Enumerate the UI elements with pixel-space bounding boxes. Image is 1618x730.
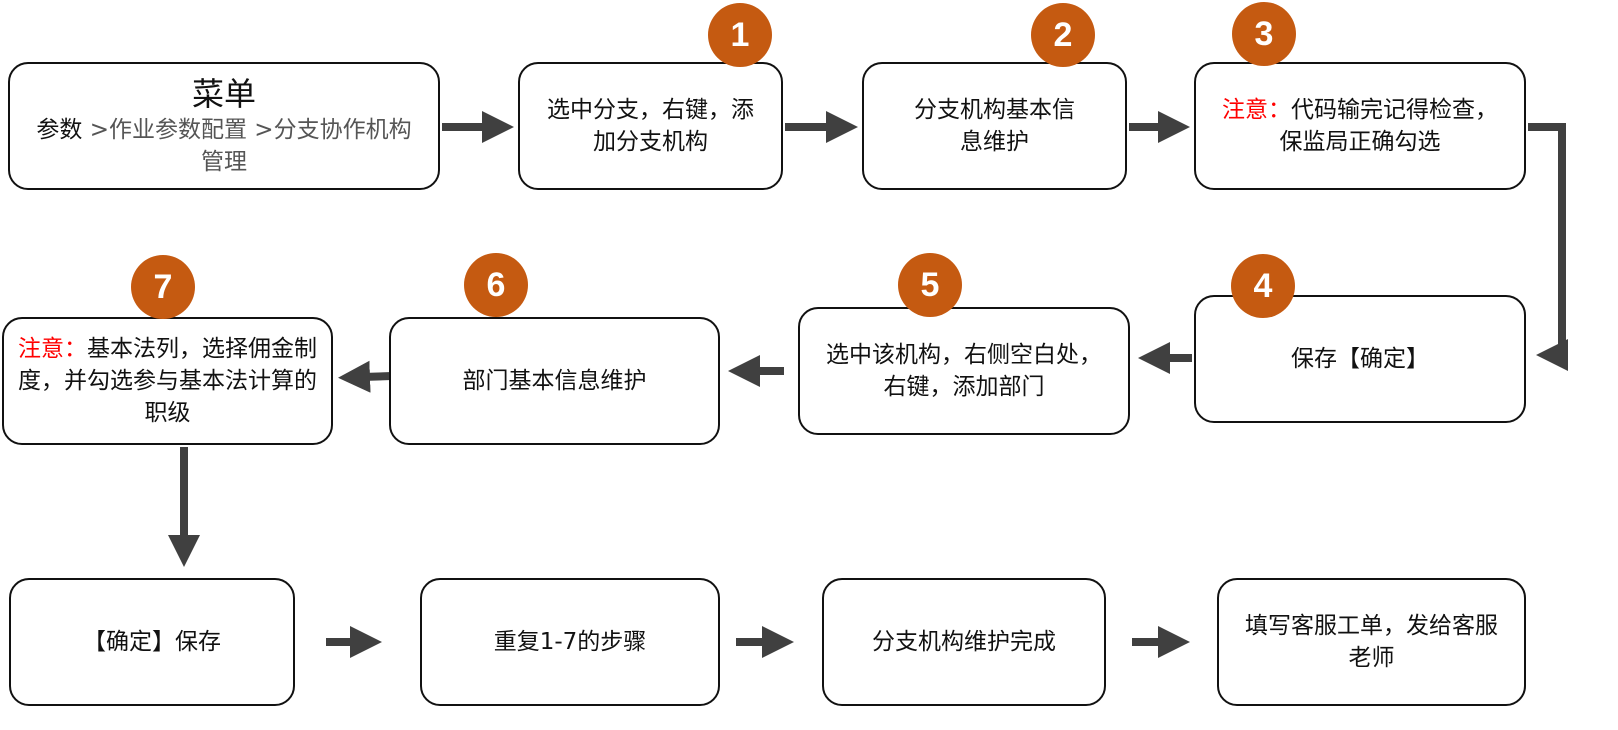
step-1-box: 选中分支，右键，添加分支机构 [518, 62, 783, 190]
step-8-text: 【确定】保存 [83, 629, 221, 655]
step-3-badge: 3 [1232, 2, 1296, 66]
step-2-text: 分支机构基本信息维护 [914, 97, 1075, 155]
step-4-badge: 4 [1231, 254, 1295, 318]
step-4-box: 保存【确定】 [1194, 295, 1526, 423]
step-10-box: 分支机构维护完成 [822, 578, 1106, 706]
step-11-box: 填写客服工单，发给客服老师 [1217, 578, 1526, 706]
step-2-box: 分支机构基本信息维护 [862, 62, 1127, 190]
step-7-note: 注意： [18, 336, 87, 362]
step-8-box: 【确定】保存 [9, 578, 295, 706]
step-9-box: 重复1-7的步骤 [420, 578, 720, 706]
menu-path: 参数 >作业参数配置 >分支协作机构管理 [28, 114, 420, 178]
menu-box: 菜单 参数 >作业参数配置 >分支协作机构管理 [8, 62, 440, 190]
step-4-text: 保存【确定】 [1291, 346, 1429, 372]
step-6-badge: 6 [464, 253, 528, 317]
step-6-text: 部门基本信息维护 [462, 368, 647, 394]
step-3-box: 注意：代码输完记得检查，保监局正确勾选 [1194, 62, 1526, 190]
arrow-3-to-4 [1528, 123, 1566, 359]
step-6-box: 部门基本信息维护 [389, 317, 720, 445]
step-2-badge: 2 [1031, 3, 1095, 67]
arrow-6-to-7 [338, 360, 393, 393]
step-7-box: 注意：基本法列，选择佣金制度，并勾选参与基本法计算的职级 [2, 317, 333, 445]
step-10-text: 分支机构维护完成 [872, 629, 1056, 655]
step-7-badge: 7 [131, 255, 195, 319]
step-5-box: 选中该机构，右侧空白处，右键，添加部门 [798, 307, 1130, 435]
step-1-badge: 1 [708, 3, 772, 67]
step-9-text: 重复1-7的步骤 [493, 629, 647, 655]
step-5-badge: 5 [898, 253, 962, 317]
step-7-text: 基本法列，选择佣金制度，并勾选参与基本法计算的职级 [18, 336, 317, 426]
step-5-text: 选中该机构，右侧空白处，右键，添加部门 [826, 342, 1102, 400]
step-1-text: 选中分支，右键，添加分支机构 [547, 97, 754, 155]
step-3-note: 注意： [1222, 97, 1291, 123]
step-3-text: 代码输完记得检查，保监局正确勾选 [1279, 97, 1499, 155]
menu-path-rest: >作业参数配置 >分支协作机构管理 [82, 117, 412, 175]
menu-path-lead: 参数 [36, 117, 83, 143]
menu-title: 菜单 [191, 75, 256, 113]
step-11-text: 填写客服工单，发给客服老师 [1245, 613, 1498, 671]
